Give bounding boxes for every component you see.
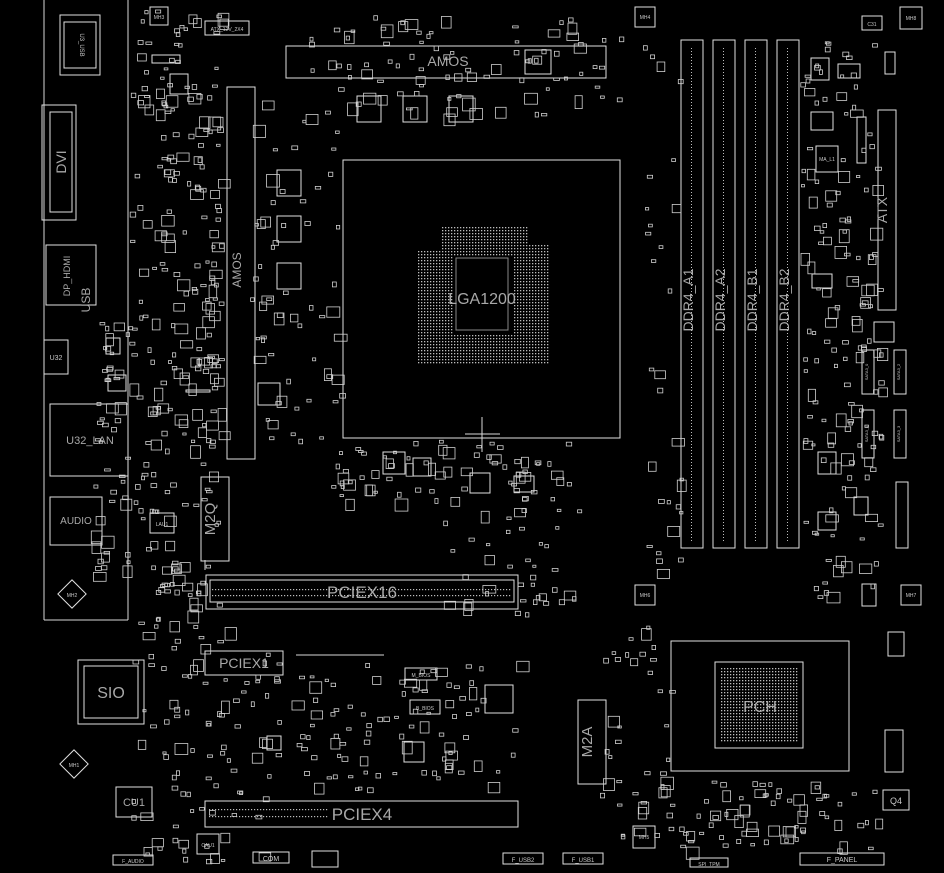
audio-label: AUDIO: [60, 516, 92, 527]
svg-text:LAU1: LAU1: [156, 522, 169, 528]
c31-part: C31: [861, 15, 883, 31]
m2a-label: M2A: [579, 727, 596, 758]
component-pads: [90, 9, 889, 865]
bios-b-chip: B_BIOS: [409, 699, 441, 715]
cau1-chip: CAU1: [196, 833, 220, 855]
svg-text:MH2: MH2: [67, 593, 78, 599]
cu1-chip: CU1: [115, 786, 153, 818]
cpu-socket-label: LGA1200: [448, 291, 516, 308]
lan-label: U32_LAN: [66, 435, 114, 447]
u32-label: U32: [50, 355, 63, 362]
svg-text:Q4: Q4: [890, 796, 902, 806]
atx-label: ATX: [874, 196, 890, 223]
dp-hdmi-connector: DP_HDMI USB: [45, 244, 97, 313]
svg-text:F_USB2: F_USB2: [512, 858, 535, 864]
svg-text:C31: C31: [867, 22, 876, 28]
svg-text:MH1: MH1: [69, 763, 80, 769]
dvi-label: DVI: [53, 150, 69, 173]
m2a-slot: M2A: [577, 699, 607, 785]
svg-text:MH6: MH6: [640, 593, 651, 599]
svg-text:MH5: MH5: [639, 835, 650, 841]
vrm-top-strip: AMOS: [285, 45, 607, 79]
ddr-b1-label: DDR4_B1: [744, 268, 760, 331]
svg-text:SPI_TPM: SPI_TPM: [698, 862, 719, 868]
dvi-connector: DVI: [41, 104, 77, 221]
svg-text:SATA3_1: SATA3_1: [864, 425, 869, 442]
svg-text:MH8: MH8: [906, 16, 917, 22]
pciex16-label: PCIEX16: [327, 583, 397, 602]
vrm-left-label: AMOS: [230, 252, 244, 287]
svg-text:MH7: MH7: [906, 593, 917, 599]
dp-hdmi-label: DP_HDMI: [62, 256, 72, 297]
vrm-top-caps: [356, 95, 474, 123]
ddr-a1-label: DDR4_A1: [680, 268, 696, 331]
m2q-slot: M2Q: [200, 476, 230, 562]
pch-chip: PCH: [670, 640, 850, 772]
svg-text:MA_L1: MA_L1: [819, 157, 835, 163]
svg-text:ATX_12V_2X4: ATX_12V_2X4: [211, 27, 244, 33]
f-usb2-header: F_USB2: [502, 852, 544, 865]
lau1-chip: LAU1: [149, 512, 175, 534]
f-audio-header: F_AUDIO: [112, 854, 154, 866]
svg-text:CAU1: CAU1: [201, 843, 215, 849]
atx-power-connector: ATX: [874, 109, 897, 311]
mounting-hole-mh5: MH5: [632, 825, 656, 849]
q4-part: Q4: [882, 789, 910, 811]
svg-text:B_BIOS: B_BIOS: [416, 706, 435, 712]
atx-12v-connector: ATX_12V_2X4: [204, 20, 250, 36]
pciex16-slot: PCIEX16: [205, 574, 519, 610]
svg-text:MH4: MH4: [640, 15, 651, 21]
svg-text:SATA3_3: SATA3_3: [896, 425, 901, 442]
amos-label: AMOS: [427, 53, 468, 69]
sio-chip: SIO: [77, 659, 145, 725]
usb-label: USB: [79, 288, 93, 313]
svg-text:U3_USB: U3_USB: [78, 33, 84, 56]
mounting-hole-mh7: MH7: [900, 584, 922, 606]
u32-connector: U32: [43, 339, 69, 375]
svg-text:F_USB1: F_USB1: [572, 858, 595, 864]
mounting-hole-mh6: MH6: [634, 584, 656, 606]
spi-tpm-header: SPI_TPM: [689, 857, 729, 868]
ma-l1-part: MA_L1: [815, 145, 839, 173]
pciex1-slot: PCIEX1: [204, 650, 284, 676]
mounting-hole-mh8: MH8: [899, 6, 923, 30]
q31-part: [884, 51, 896, 75]
svg-text:MH3: MH3: [154, 15, 165, 21]
pciex4-slot: PCIEX4: [204, 800, 519, 828]
lan-connector: U32_LAN: [49, 403, 129, 477]
mounting-hole-mh4: MH4: [634, 6, 656, 28]
audio-connector: AUDIO: [49, 496, 103, 546]
svg-text:SATA3_2: SATA3_2: [896, 363, 901, 380]
rear-io-top-connector: U3_USB: [59, 14, 101, 76]
mounting-hole-mh2: MH2: [57, 579, 87, 609]
ddr-b2-label: DDR4_B2: [776, 268, 792, 331]
pciex1-label: PCIEX1: [219, 655, 269, 671]
mounting-hole-mh1: MH1: [59, 749, 89, 779]
cu1-label: CU1: [123, 797, 145, 809]
cpu-socket: LGA1200: [342, 159, 621, 452]
ddr-a2-label: DDR4_A2: [712, 268, 728, 331]
sio-label: SIO: [97, 685, 125, 702]
svg-text:F_PANEL: F_PANEL: [827, 857, 858, 864]
sata-connectors: SATA3_0 SATA3_2 SATA3_1 SATA3_3: [861, 349, 907, 459]
f-panel-header: F_PANEL: [799, 852, 885, 866]
vrm-left-column: AMOS: [226, 86, 302, 460]
f-usb1-header: F_USB1: [562, 852, 604, 865]
mounting-hole-mh3: MH3: [149, 6, 169, 26]
m2q-label: M2Q: [202, 503, 219, 536]
svg-text:M_BIOS: M_BIOS: [412, 673, 432, 679]
pciex4-label: PCIEX4: [332, 805, 392, 824]
svg-text:SATA3_0: SATA3_0: [864, 363, 869, 380]
svg-text:F_AUDIO: F_AUDIO: [122, 859, 144, 865]
